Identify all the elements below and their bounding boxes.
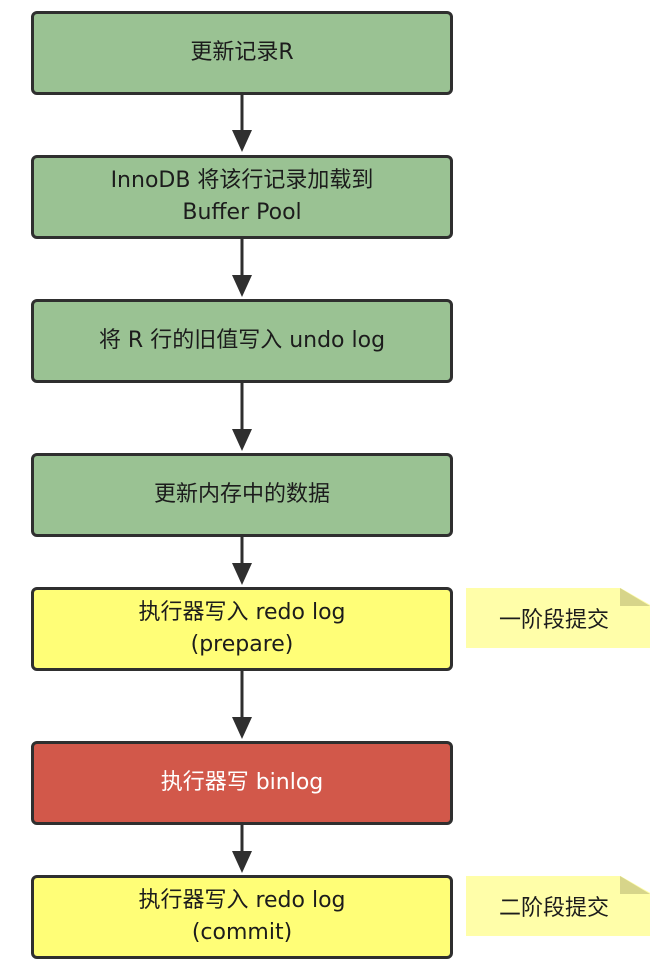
- step-7-line-1: 执行器写入 redo log: [138, 888, 346, 913]
- note-phase-two: 二阶段提交: [466, 876, 650, 936]
- note-phase-one-text: 一阶段提交: [498, 608, 609, 633]
- step-update-memory: 更新内存中的数据: [31, 453, 453, 537]
- arrowhead-5: [232, 717, 252, 739]
- step-2-line-1: InnoDB 将该行记录加载到: [110, 168, 374, 193]
- note-phase-one: 一阶段提交: [466, 588, 650, 648]
- arrowhead-2: [232, 275, 252, 297]
- arrowhead-1: [232, 130, 252, 152]
- step-write-undo-log: 将 R 行的旧值写入 undo log: [31, 299, 453, 383]
- arrowhead-6: [232, 851, 252, 873]
- step-2-line-2: Buffer Pool: [182, 200, 302, 225]
- step-6-line-1: 执行器写 binlog: [160, 770, 324, 795]
- step-redo-log-prepare: 执行器写入 redo log (prepare): [31, 587, 453, 671]
- step-3-line-1: 将 R 行的旧值写入 undo log: [98, 328, 386, 353]
- arrowhead-3: [232, 429, 252, 451]
- step-redo-log-commit: 执行器写入 redo log (commit): [31, 875, 453, 959]
- step-write-binlog: 执行器写 binlog: [31, 741, 453, 825]
- step-7-line-2: (commit): [191, 920, 293, 945]
- step-5-line-1: 执行器写入 redo log: [138, 600, 346, 625]
- step-load-buffer-pool: InnoDB 将该行记录加载到 Buffer Pool: [31, 155, 453, 239]
- note-phase-two-text: 二阶段提交: [498, 896, 609, 921]
- step-update-record: 更新记录R: [31, 11, 453, 95]
- step-1-line-1: 更新记录R: [190, 40, 294, 65]
- step-5-line-2: (prepare): [190, 632, 294, 657]
- arrowhead-4: [232, 563, 252, 585]
- step-4-line-1: 更新内存中的数据: [153, 482, 330, 507]
